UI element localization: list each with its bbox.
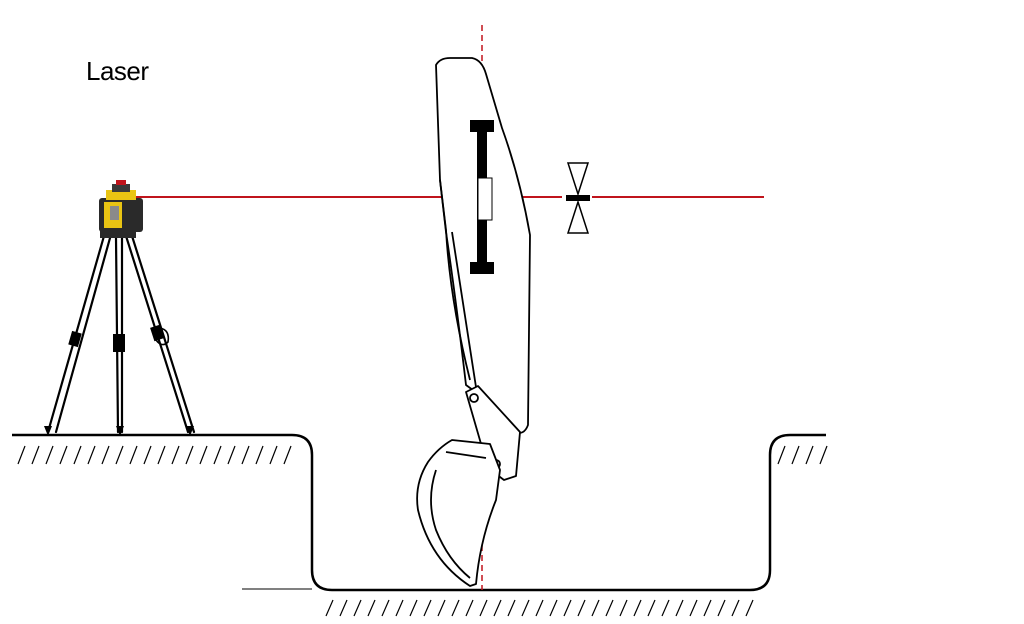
clamp-center [113,334,125,352]
tripod-leg-left-inner [54,236,112,434]
soil-hatch-mark [577,599,586,617]
laser-rotor-cap [116,180,126,185]
soil-hatch-mark [805,445,814,465]
laser-rotor-base [106,190,136,200]
soil-hatch-mark [703,599,712,617]
soil-hatching [17,445,828,617]
ground-left-surface [12,433,826,592]
soil-hatch-mark [479,599,488,617]
soil-hatch-mark [269,445,278,465]
soil-hatch-mark [451,599,460,617]
soil-hatch-mark [17,445,26,465]
receiver-cap-top [470,120,494,132]
arm-rib-line [451,231,479,401]
soil-hatch-mark [423,599,432,617]
rotating-laser-level-icon [99,180,143,238]
soil-hatch-mark [493,599,502,617]
soil-hatch-mark [465,599,474,617]
soil-hatch-mark [31,445,40,465]
soil-hatch-mark [777,445,786,465]
soil-hatch-mark [437,599,446,617]
soil-hatch-mark [791,445,800,465]
soil-hatch-mark [227,445,236,465]
tripod-leg-right-inner [130,234,196,434]
soil-hatch-mark [129,445,138,465]
soil-hatch-mark [535,599,544,617]
soil-hatch-mark [115,445,124,465]
soil-hatch-mark [717,599,726,617]
soil-hatch-mark [143,445,152,465]
soil-hatch-mark [199,445,208,465]
bucket-linkage [465,385,521,481]
soil-hatch-mark [339,599,348,617]
soil-hatch-mark [171,445,180,465]
soil-hatch-mark [87,445,96,465]
laser-tripod-head [100,230,136,238]
marker-bar [566,195,590,201]
excavator-bucket [416,439,501,587]
soil-hatch-mark [157,445,166,465]
soil-hatch-mark [647,599,656,617]
soil-hatch-mark [185,445,194,465]
soil-hatch-mark [689,599,698,617]
marker-lower-triangle [566,199,590,234]
soil-hatch-mark [45,445,54,465]
laser-receiver [470,120,494,274]
soil-hatch-mark [353,599,362,617]
soil-hatch-mark [255,445,264,465]
soil-hatch-mark [731,599,740,617]
soil-hatch-mark [101,445,110,465]
tripod-foot-center [116,426,124,436]
tripod-foot-right [186,426,194,436]
receiver-cap-bottom [470,262,494,274]
marker-upper-triangle [566,162,590,197]
soil-hatch-mark [819,445,828,465]
ground-profile [12,433,826,592]
soil-hatch-mark [59,445,68,465]
soil-hatch-mark [409,599,418,617]
receiver-window [477,177,493,221]
bucket-lip [445,451,487,459]
laser-label: Laser [86,56,149,86]
soil-hatch-mark [591,599,600,617]
hourglass-marker-icon [566,162,590,234]
linkage-pin-top [469,393,479,403]
tripod-knob [155,327,170,346]
soil-hatch-mark [661,599,670,617]
soil-hatch-mark [283,445,292,465]
soil-hatch-mark [605,599,614,617]
arm-inner-line [439,179,471,381]
soil-hatch-mark [521,599,530,617]
soil-hatch-mark [367,599,376,617]
soil-hatch-mark [619,599,628,617]
soil-hatch-mark [633,599,642,617]
soil-hatch-mark [745,599,754,617]
soil-hatch-mark [507,599,516,617]
soil-hatch-mark [675,599,684,617]
clamp-left [68,330,82,348]
soil-hatch-mark [73,445,82,465]
soil-hatch-mark [213,445,222,465]
soil-hatch-mark [325,599,334,617]
laser-display [110,206,119,220]
laser-rotor [112,184,130,192]
soil-hatch-mark [563,599,572,617]
bucket-inner-curve [430,469,471,579]
tripod-foot-left [44,426,52,436]
soil-hatch-mark [549,599,558,617]
soil-hatch-mark [381,599,390,617]
bucket-shell [416,439,501,587]
soil-hatch-mark [395,599,404,617]
soil-hatch-mark [241,445,250,465]
